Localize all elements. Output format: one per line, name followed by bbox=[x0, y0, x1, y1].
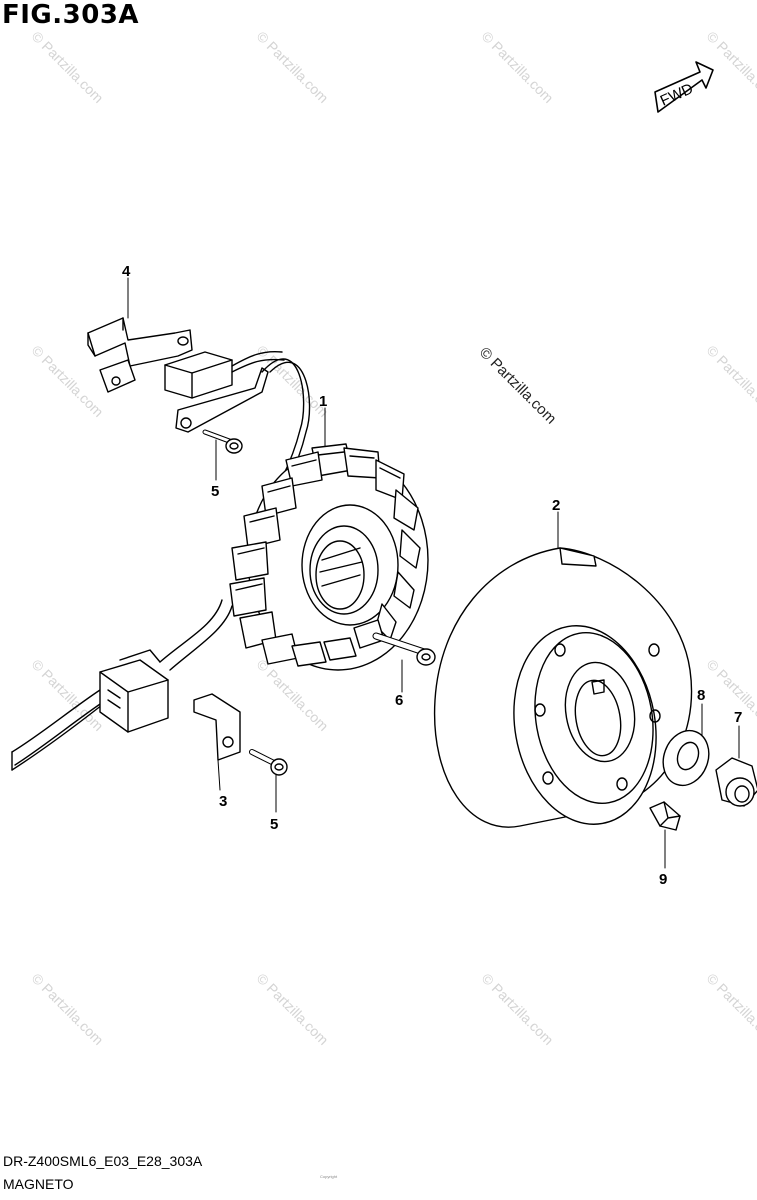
diagram-name: MAGNETO bbox=[3, 1176, 74, 1192]
nut-part-7 bbox=[715, 757, 757, 807]
callout-9: 9 bbox=[659, 871, 667, 888]
callout-4: 4 bbox=[122, 263, 131, 280]
stator-pole bbox=[399, 529, 421, 569]
stator-pole bbox=[323, 637, 357, 661]
key-part-9 bbox=[649, 801, 681, 831]
fwd-label: FWD bbox=[658, 80, 696, 109]
callout-5-bottom: 5 bbox=[270, 816, 278, 833]
stator-pole bbox=[261, 477, 297, 517]
callout-1: 1 bbox=[319, 393, 327, 410]
stator-pole bbox=[285, 451, 323, 487]
callout-8: 8 bbox=[697, 687, 705, 704]
plate-part-3 bbox=[193, 693, 241, 761]
stator-pole bbox=[229, 577, 267, 617]
screw-part-5-bottom bbox=[249, 749, 288, 776]
leader-lines bbox=[127, 277, 740, 869]
screw-part-5-top bbox=[202, 429, 243, 454]
figure-title: FIG.303A bbox=[2, 0, 140, 30]
copyright-note: Copyright bbox=[320, 1174, 338, 1179]
wire-connector bbox=[99, 649, 169, 733]
callout-5-top: 5 bbox=[211, 483, 219, 500]
callout-6: 6 bbox=[395, 692, 403, 709]
stator-pole bbox=[393, 571, 415, 609]
bracket-part-4 bbox=[87, 317, 193, 393]
stator-pole bbox=[343, 447, 381, 479]
stator-pole bbox=[393, 489, 419, 531]
diagram-code: DR-Z400SML6_E03_E28_303A bbox=[3, 1153, 203, 1169]
stator-pole bbox=[243, 507, 281, 549]
stator-pole bbox=[231, 541, 269, 581]
callout-2: 2 bbox=[552, 497, 560, 514]
washer-part-8 bbox=[662, 729, 710, 787]
callout-7: 7 bbox=[734, 709, 742, 726]
stator-pole bbox=[291, 641, 327, 667]
fwd-arrow-icon: FWD bbox=[654, 61, 714, 113]
bolt-part-6 bbox=[372, 632, 436, 666]
rotor-part-2 bbox=[433, 547, 693, 828]
pickup-coil bbox=[164, 350, 285, 433]
callout-3: 3 bbox=[219, 793, 227, 810]
